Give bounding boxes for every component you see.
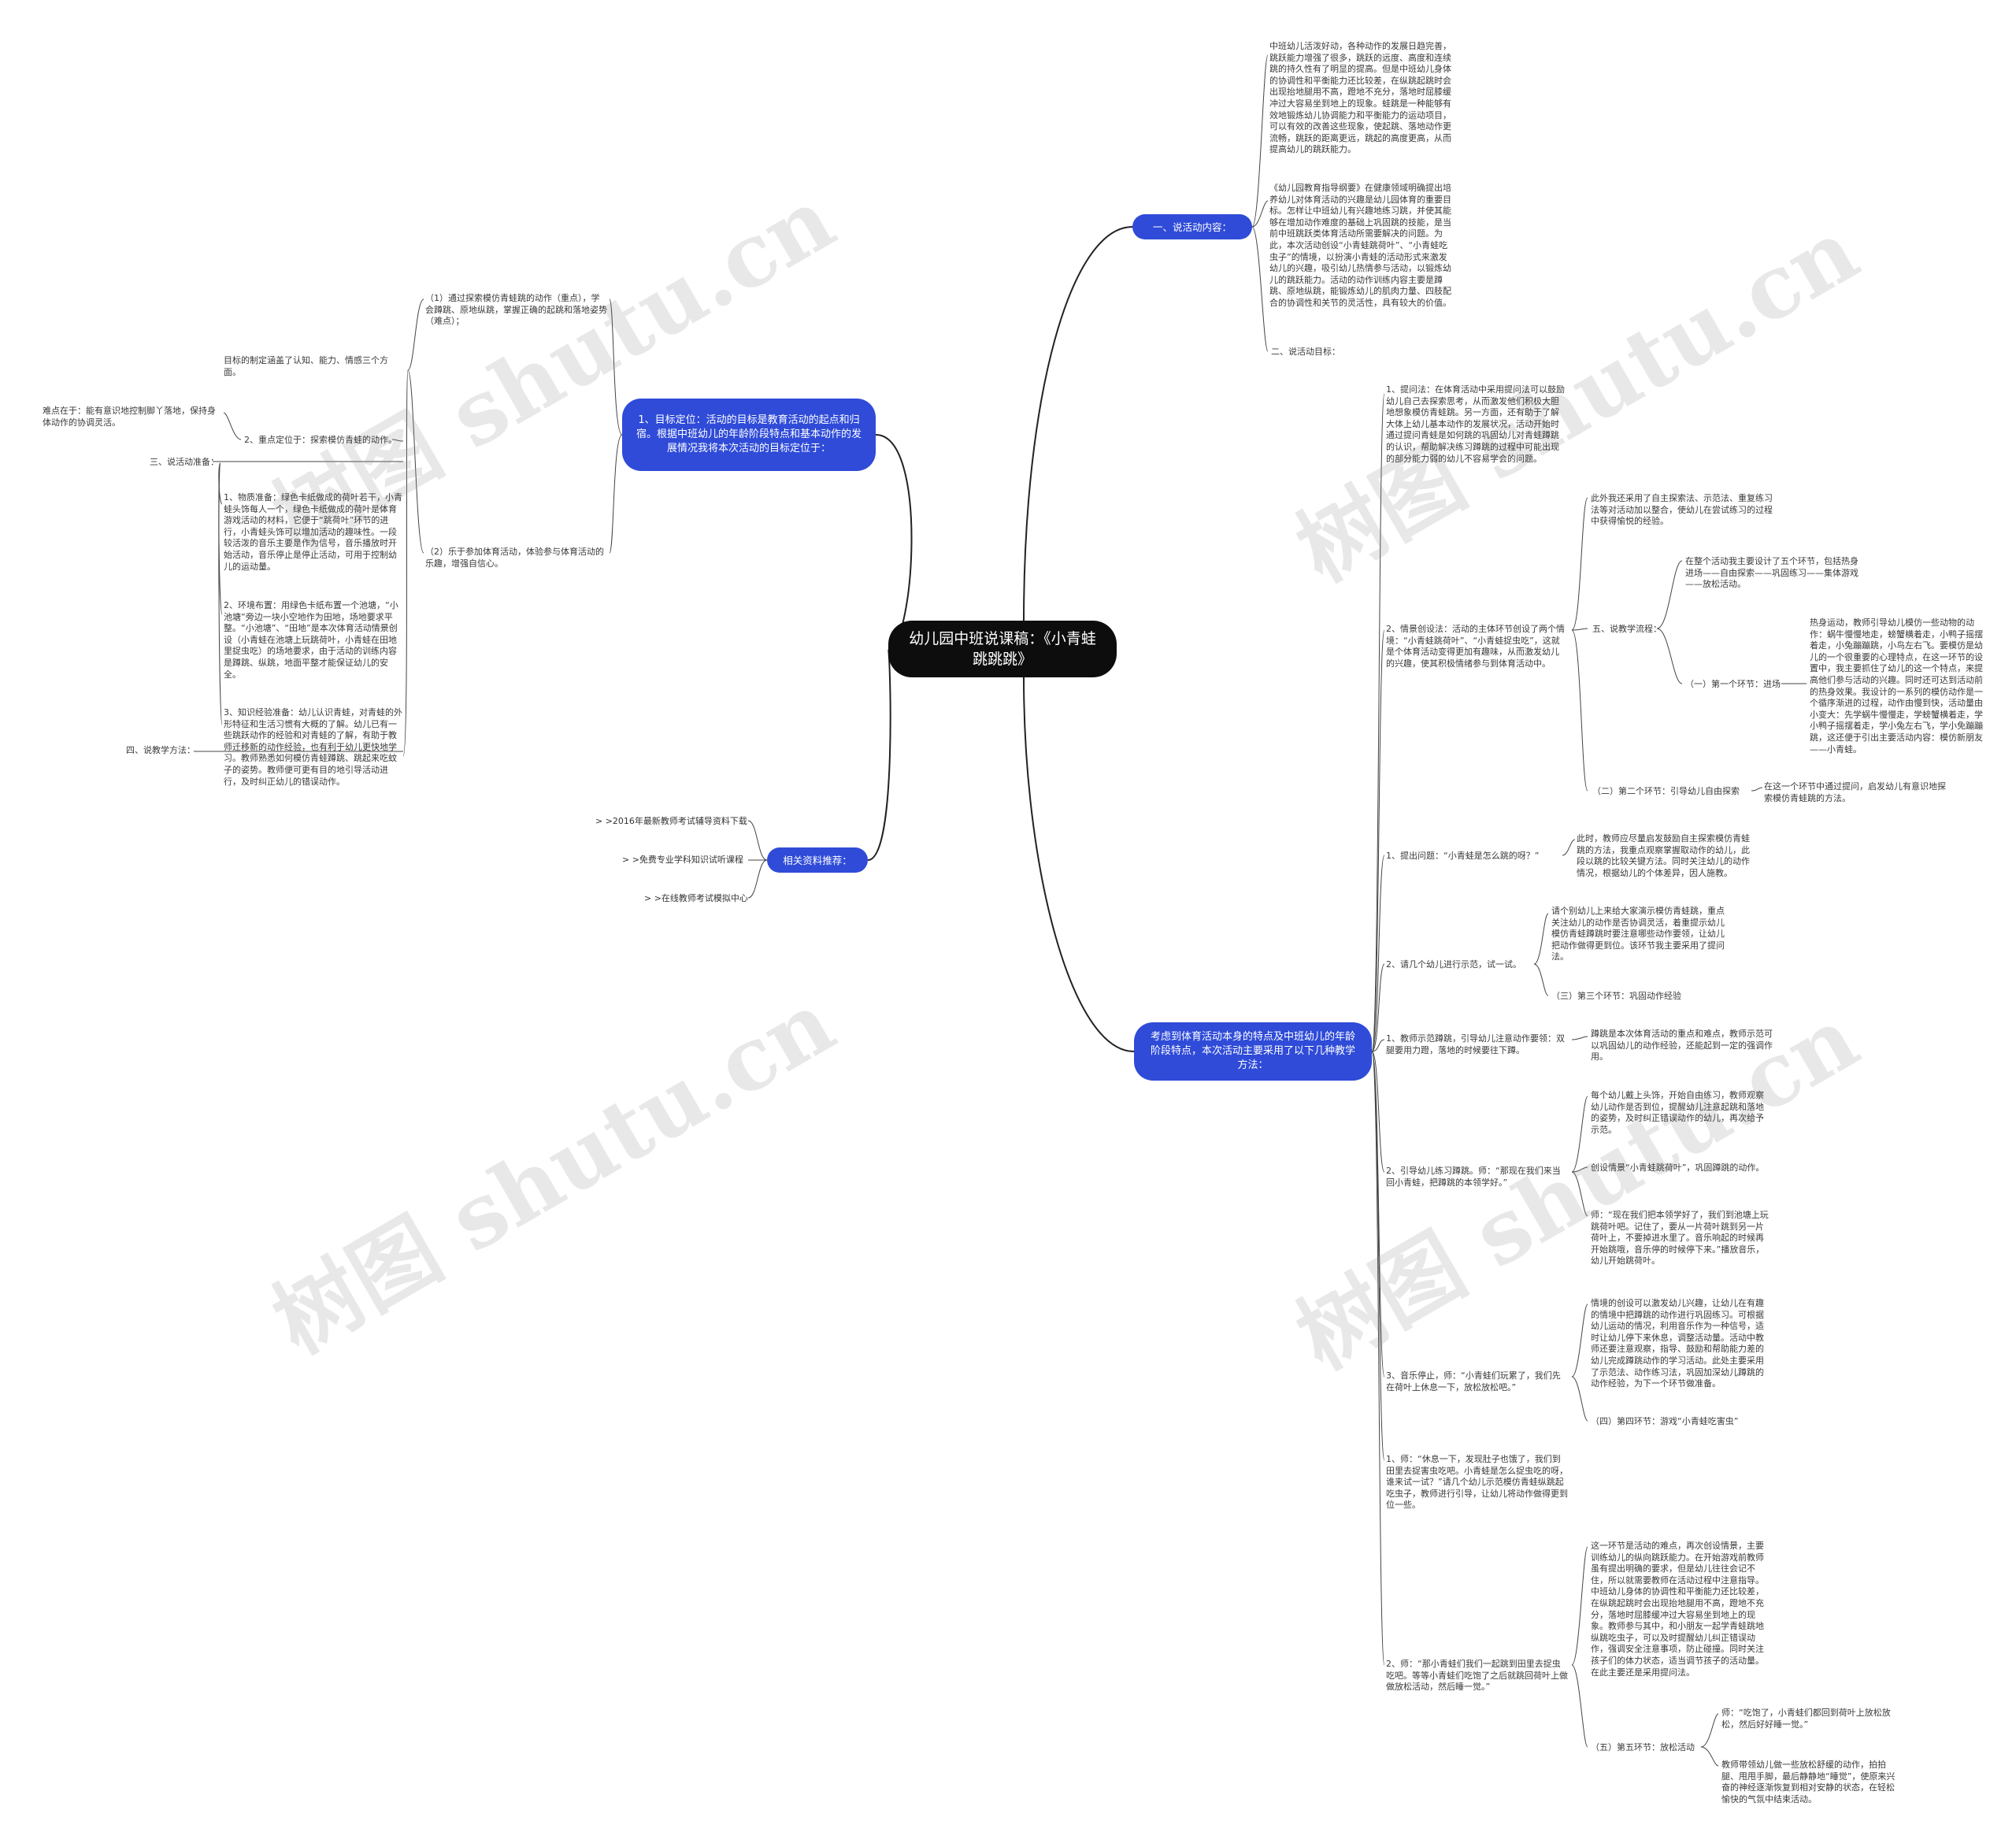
content-text-3: 二、说活动目标： — [1271, 347, 1340, 357]
step-3c-text: 情境的创设可以激发幼儿兴趣，让幼儿在有趣的情境中把蹲跳的动作进行巩固练习。可根据… — [1591, 1298, 1764, 1389]
edge-s4b-text — [1571, 1546, 1588, 1666]
step-5a: 师：“吃饱了，小青蛙们都回到荷叶上放松放松，然后好好睡一觉。” — [1721, 1708, 1891, 1730]
step-4b-text: 这一环节是活动的难点，再次创设情景，主要训练幼儿的纵向跳跃能力。在开始游戏前教师… — [1591, 1541, 1764, 1678]
prep-knowledge: 3、知识经验准备：幼儿认识青蛙，对青蛙的外形特征和生活习惯有大概的了解。幼儿已有… — [224, 707, 402, 787]
step-3: （三）第三个环节：巩固动作经验 — [1551, 991, 1681, 1001]
edge-step4 — [1571, 1376, 1588, 1422]
flow-intro: 在整个活动我主要设计了五个环节，包括热身进场——自由探索——巩固练习——集体游戏… — [1685, 556, 1858, 590]
method-2: 2、情景创设法：活动的主体环节创设了两个情境：“小青蛙跳荷叶”、“小青蛙捉虫吃”… — [1386, 624, 1565, 669]
edge-m3 — [1571, 497, 1588, 631]
watermark: 树图 shutu.cn — [256, 971, 850, 1374]
step-3b-text-3: 师：“现在我们把本领学好了，我们到池塘上玩跳荷叶吧。记住了，要从一片荷叶跳到另一… — [1591, 1210, 1769, 1266]
edge-q2 — [1371, 963, 1385, 1052]
edge-root-method — [1023, 677, 1135, 1052]
step-3a: 1、教师示范蹲跳，引导幼儿注意动作要领：双腿要用力蹬，落地的时候要往下蹲。 — [1386, 1033, 1565, 1055]
prep-environment: 2、环境布置：用绿色卡纸布置一个池塘，“小池塘”旁边一块小空地作为田地，场地要求… — [224, 600, 398, 680]
goal-label: 1、目标定位：活动的目标是教育活动的起点和归宿。根据中班幼儿的年龄阶段特点和基本… — [636, 414, 862, 454]
step-4b: 2、师：“那小青蛙们我们一起跳到田里去捉虫吃吧。等等小青蛙们吃饱了之后就跳回荷叶… — [1386, 1659, 1568, 1693]
method-heading: 四、说教学方法： — [126, 745, 195, 755]
question-2: 2、请几个幼儿进行示范，试一试。 — [1386, 959, 1521, 970]
question-1-text: 此时，教师应尽量启发鼓励自主探索模仿青蛙跳的方法，我重点观察掌握取动作的幼儿，此… — [1577, 833, 1750, 878]
edge-res1 — [747, 820, 768, 861]
edge-step3 — [1533, 963, 1549, 996]
step-3b-text-2: 创设情景“小青蛙跳荷叶”，巩固蹲跳的动作。 — [1591, 1163, 1765, 1173]
step-2: （二）第二个环节：引导幼儿自由探索 — [1592, 786, 1740, 796]
step-3b-text-1: 每个幼儿戴上头饰，开始自由练习，教师观察幼儿动作是否到位，提醒幼儿注意起跳和落地… — [1591, 1090, 1764, 1135]
question-2-text: 请个别幼儿上来给大家演示模仿青蛙跳，重点关注幼儿的动作是否协调灵活，着重提示幼儿… — [1551, 906, 1725, 962]
edge-step2-text — [1751, 787, 1763, 792]
resources-node[interactable]: 相关资料推荐： — [767, 847, 868, 873]
goal-1: （1）通过探索模仿青蛙跳的动作（重点），学会蹲跳、原地纵跳，掌握正确的起跳和落地… — [425, 293, 607, 327]
edge-content-1 — [1251, 54, 1269, 228]
edge-s3b — [1371, 1051, 1385, 1173]
step-2-text: 在这一个环节中通过提问，启发幼儿有意识地探索模仿青蛙跳的方法。 — [1764, 781, 1946, 803]
goal-2: （2）乐于参加体育活动，体验参与体育活动的乐趣，增强自信心。 — [425, 547, 604, 569]
step-1-text: 热身运动，教师引导幼儿模仿一些动物的动作：蜗牛慢慢地走，螃蟹横着走，小鸭子摇摆着… — [1810, 617, 1983, 755]
edge-q1-text — [1562, 839, 1576, 856]
flow-heading: 五、说教学流程： — [1592, 624, 1662, 634]
prep-heading: 三、说活动准备： — [150, 457, 219, 467]
step-4: （四）第四环节：游戏“小青蛙吃害虫” — [1591, 1416, 1739, 1426]
edge-flow-intro — [1656, 560, 1683, 629]
prep-material: 1、物质准备：绿色卡纸做成的荷叶若干，小青蛙头饰每人一个，绿色卡纸做成的荷叶是体… — [224, 492, 402, 572]
content-node[interactable]: 一、说活动内容： — [1132, 214, 1252, 239]
edge-p3 — [218, 462, 223, 725]
method-node[interactable]: 考虑到体育活动本身的特点及中班幼儿的年龄阶段特点，本次活动主要采用了以下几种教学… — [1134, 1022, 1372, 1081]
goal-node[interactable]: 1、目标定位：活动的目标是教育活动的起点和归宿。根据中班幼儿的年龄阶段特点和基本… — [622, 399, 876, 471]
edge-step2 — [1571, 629, 1588, 792]
edge-s3a-text — [1571, 1036, 1588, 1040]
goal-note-1: 目标的制定涵盖了认知、能力、情感三个方面。 — [224, 355, 388, 377]
content-text-1: 中班幼儿活泼好动，各种动作的发展日趋完善，跳跃能力增强了很多，跳跃的远度、高度和… — [1269, 41, 1451, 155]
edge-flow — [1571, 628, 1588, 631]
method-label: 考虑到体育活动本身的特点及中班幼儿的年龄阶段特点，本次活动主要采用了以下几种教学… — [1150, 1031, 1355, 1071]
goal-note-3: 难点在于：能有意识地控制脚丫落地，保持身体动作的协调灵活。 — [43, 406, 216, 428]
step-5b: 教师带领幼儿做一些放松舒缓的动作，拍拍腿、甩甩手脚，最后静静地“睡觉”，使原来兴… — [1721, 1760, 1896, 1804]
resource-link[interactable]: > >免费专业学科知识试听课程 — [622, 855, 743, 865]
edge-note1 — [407, 299, 424, 371]
edge-q2-text — [1533, 913, 1549, 965]
edge-goal2 — [609, 434, 623, 554]
step-3c: 3、音乐停止，师：“小青蛙们玩累了，我们先在荷叶上休息一下，放松放松吧。” — [1386, 1370, 1561, 1393]
step-3a-text: 蹲跳是本次体育活动的重点和难点，教师示范可以巩固幼儿的动作经验，还能起到一定的强… — [1591, 1029, 1773, 1062]
edge-root-content — [1023, 226, 1133, 623]
step-4a: 1、师：“休息一下，发现肚子也饿了，我们到田里去捉害虫吃吧。小青蛙是怎么捉虫吃的… — [1386, 1454, 1568, 1511]
edge-s3c-text — [1571, 1304, 1588, 1378]
resources-label: 相关资料推荐： — [783, 854, 852, 866]
step-1: （一）第一个环节：进场 — [1685, 679, 1781, 689]
resource-link[interactable]: > >在线教师考试模拟中心 — [644, 893, 748, 903]
content-label: 一、说活动内容： — [1152, 221, 1232, 233]
question-1: 1、提出问题：“小青蛙是怎么跳的呀？” — [1386, 851, 1540, 861]
edge-root-resources — [867, 648, 891, 861]
root-title: 幼儿园中班说课稿：《小青蛙跳跳跳》 — [909, 630, 1096, 668]
content-text-2: 《幼儿园教育指导纲要》在健康领域明确提出培养幼儿对体育活动的兴趣是幼儿园体育的重… — [1269, 183, 1451, 308]
resource-link[interactable]: > >2016年最新教师考试辅导资料下载 — [595, 816, 747, 826]
edge-p1 — [218, 462, 223, 505]
root-node[interactable]: 幼儿园中班说课稿：《小青蛙跳跳跳》 — [888, 621, 1117, 677]
edge-root-goal — [875, 434, 913, 650]
step-5: （五）第五环节：放松活动 — [1591, 1742, 1695, 1752]
edge-content-3 — [1251, 226, 1269, 352]
method-1: 1、提问法：在体育活动中采用提问法可以鼓励幼儿自己去探索思考，从而激发他们积极大… — [1386, 384, 1565, 464]
edge-content-2 — [1251, 200, 1269, 228]
edge-m2 — [1371, 629, 1385, 1052]
edge-s5a — [1700, 1713, 1719, 1748]
goal-note-2: 2、重点定位于：探索模仿青蛙的动作。 — [244, 435, 397, 445]
edge-res3 — [747, 859, 768, 899]
edge-p2 — [218, 462, 223, 615]
edge-step5 — [1571, 1664, 1588, 1748]
edge-s3a — [1371, 1039, 1385, 1052]
edge-step1 — [1656, 628, 1683, 684]
edge-q1 — [1371, 855, 1385, 1052]
method-3: 此外我还采用了自主探索法、示范法、重复练习法等对活动加以整合，使幼儿在尝试练习的… — [1591, 493, 1773, 527]
edge-s5b — [1700, 1746, 1719, 1767]
step-3b: 2、引导幼儿练习蹲跳。师：“那现在我们来当回小青蛙，把蹲跳的本领学好。” — [1386, 1166, 1561, 1188]
edge-note3 — [223, 412, 242, 440]
